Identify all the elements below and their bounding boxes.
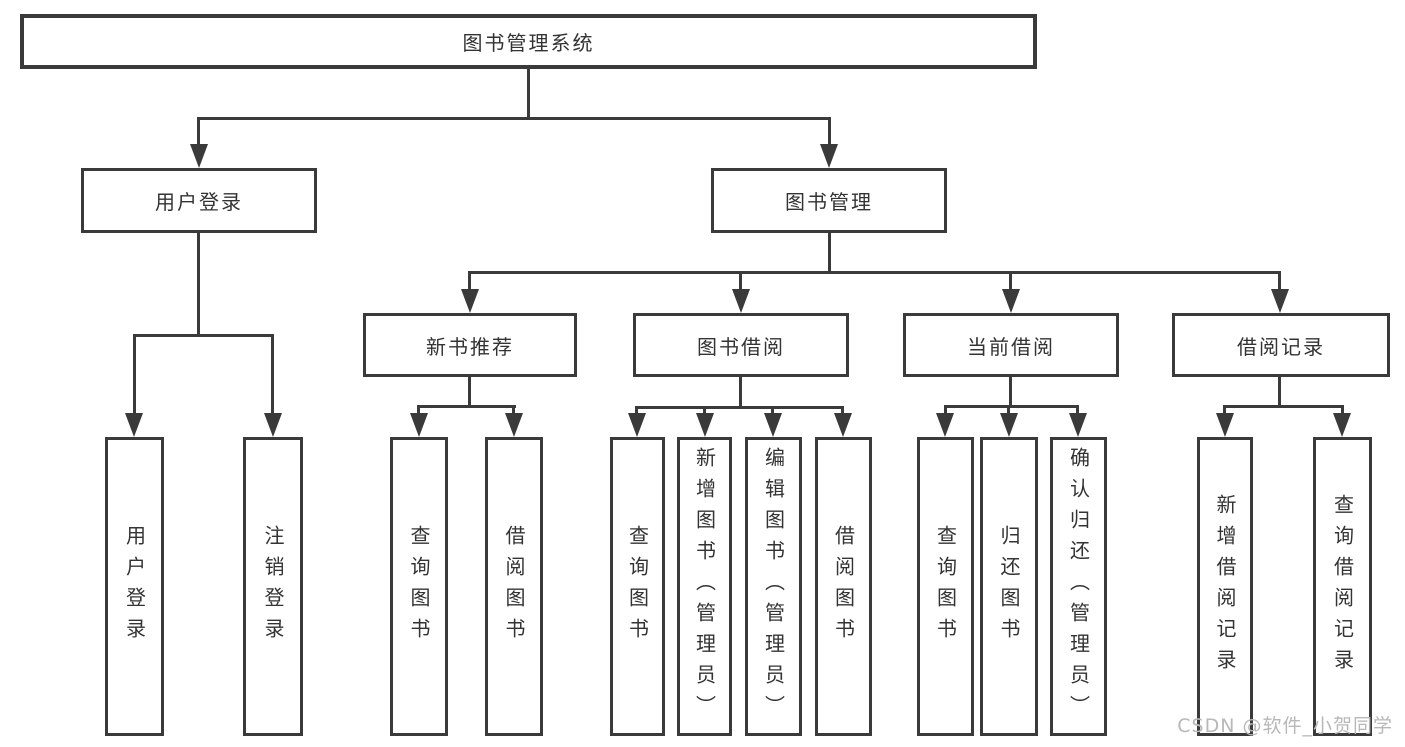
node-book-borrow-label: 图书借阅 [697, 334, 785, 359]
node-current-borrow-label: 当前借阅 [967, 334, 1055, 359]
connector [739, 377, 742, 408]
leaf-records-query-record: 查询借阅记录 [1313, 437, 1372, 736]
leaf-records-add-record-label: 新增借阅记录 [1213, 493, 1237, 680]
leaf-borrow-query-books-label: 查询图书 [625, 524, 650, 649]
arrowhead [1271, 289, 1289, 313]
node-root-label: 图书管理系统 [462, 31, 595, 55]
node-user-login: 用户登录 [81, 168, 317, 233]
connector [468, 271, 471, 291]
connector [1223, 405, 1226, 416]
connector [841, 406, 844, 416]
connector [739, 271, 742, 291]
arrowhead [1333, 413, 1351, 437]
node-book-management-label: 图书管理 [785, 190, 873, 214]
node-book-management: 图书管理 [711, 168, 947, 233]
leaf-current-query-books: 查询图书 [917, 437, 974, 736]
connector [828, 117, 831, 147]
arrowhead [696, 413, 714, 437]
arrowhead [628, 413, 646, 437]
leaf-logout: 注销登录 [243, 437, 303, 736]
connector [417, 405, 420, 416]
connector [1009, 377, 1012, 407]
arrowhead [1000, 413, 1018, 437]
connector [1341, 405, 1344, 416]
connector [1076, 405, 1079, 416]
connector [771, 406, 774, 416]
node-user-login-label: 用户登录 [155, 190, 243, 214]
watermark: CSDN @软件_小贺同学 [1177, 711, 1393, 738]
leaf-borrow-borrow-books-label: 借阅图书 [831, 524, 856, 649]
connector [1278, 271, 1281, 291]
connector [418, 405, 516, 408]
connector [1009, 271, 1012, 291]
arrowhead [1002, 289, 1020, 313]
leaf-borrow-add-books-admin: 新增图书（管理员） [677, 437, 732, 736]
arrowhead [264, 413, 282, 437]
leaf-borrow-edit-books-admin-label: 编辑图书（管理员） [761, 447, 786, 726]
leaf-current-return-books-label: 归还图书 [997, 524, 1021, 649]
connector [133, 334, 274, 337]
arrowhead [190, 144, 208, 168]
connector [197, 233, 200, 336]
connector [133, 334, 136, 415]
leaf-records-add-record: 新增借阅记录 [1197, 437, 1253, 736]
node-borrow-records: 借阅记录 [1172, 313, 1390, 377]
node-borrow-records-label: 借阅记录 [1237, 334, 1325, 359]
leaf-newbook-query-books: 查询图书 [390, 437, 448, 736]
leaf-borrow-query-books: 查询图书 [610, 437, 665, 736]
arrowhead [505, 413, 523, 437]
node-new-book-recommend: 新书推荐 [363, 313, 577, 377]
leaf-borrow-borrow-books: 借阅图书 [815, 437, 872, 736]
arrowhead [732, 289, 750, 313]
leaf-newbook-query-books-label: 查询图书 [407, 524, 431, 649]
leaf-current-return-books: 归还图书 [980, 437, 1038, 736]
arrowhead [1216, 413, 1234, 437]
leaf-current-query-books-label: 查询图书 [933, 524, 958, 649]
arrowhead [834, 413, 852, 437]
leaf-newbook-borrow-books-label: 借阅图书 [502, 524, 526, 649]
connector [527, 69, 530, 119]
connector [197, 117, 831, 120]
node-new-book-recommend-label: 新书推荐 [426, 334, 514, 359]
arrowhead [936, 413, 954, 437]
leaf-current-confirm-return-admin-label: 确认归还（管理员） [1066, 447, 1091, 726]
leaf-borrow-edit-books-admin: 编辑图书（管理员） [745, 437, 802, 736]
connector [468, 377, 471, 407]
connector [944, 405, 947, 416]
connector [944, 405, 1079, 408]
leaf-records-query-record-label: 查询借阅记录 [1330, 493, 1355, 680]
watermark-text: CSDN @软件_小贺同学 [1177, 715, 1393, 737]
connector [635, 406, 638, 416]
arrowhead [461, 289, 479, 313]
connector [197, 117, 200, 147]
arrowhead [1069, 413, 1087, 437]
node-book-borrow: 图书借阅 [633, 313, 849, 377]
arrowhead [820, 144, 838, 168]
connector [636, 406, 844, 409]
connector [469, 271, 1281, 274]
node-current-borrow: 当前借阅 [903, 313, 1119, 377]
connector [512, 405, 515, 416]
node-root: 图书管理系统 [20, 14, 1037, 69]
connector [703, 406, 706, 416]
arrowhead [764, 413, 782, 437]
connector [1278, 377, 1281, 407]
arrowhead [125, 413, 143, 437]
leaf-borrow-add-books-admin-label: 新增图书（管理员） [692, 447, 717, 726]
leaf-user-login: 用户登录 [105, 437, 164, 736]
leaf-logout-label: 注销登录 [261, 524, 285, 649]
leaf-user-login-label: 用户登录 [122, 524, 147, 649]
connector [1223, 405, 1343, 408]
leaf-current-confirm-return-admin: 确认归还（管理员） [1050, 437, 1107, 736]
arrowhead [410, 413, 428, 437]
connector [271, 334, 274, 415]
leaf-newbook-borrow-books: 借阅图书 [485, 437, 543, 736]
connector [1007, 405, 1010, 416]
connector [828, 233, 831, 273]
